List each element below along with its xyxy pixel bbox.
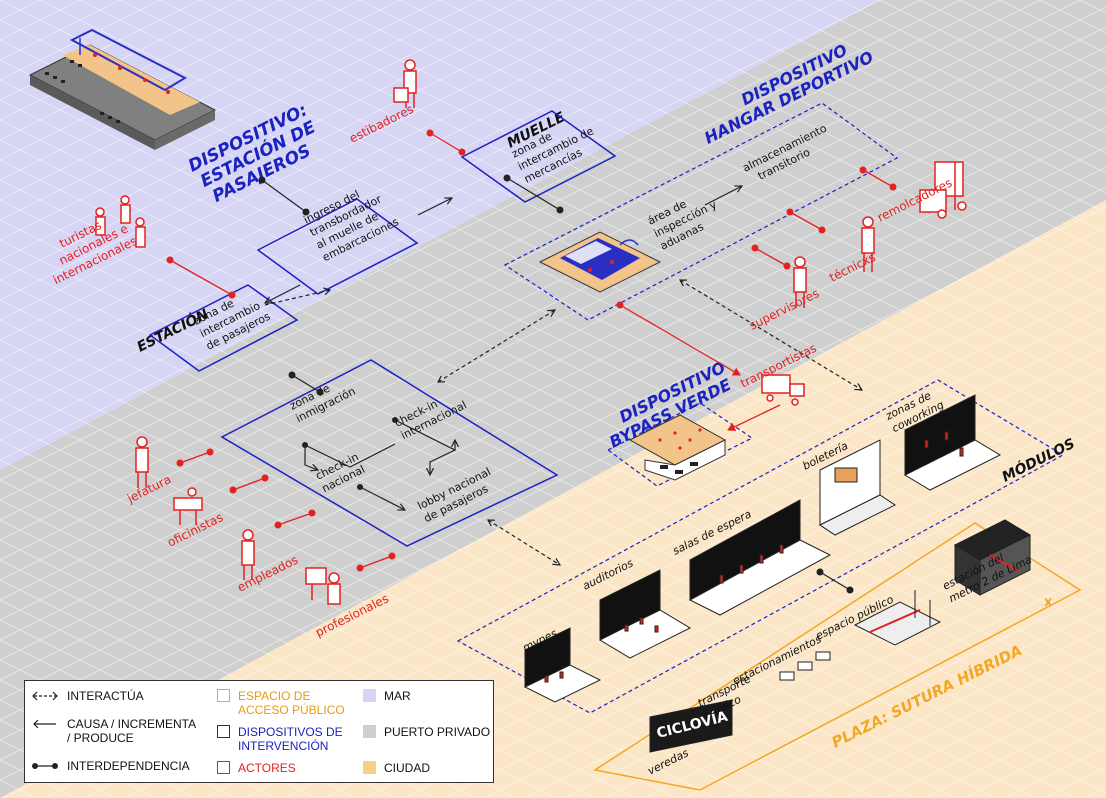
module-salas — [688, 499, 832, 616]
legend-label: ACTORES — [238, 761, 296, 775]
module-mypes — [523, 627, 602, 703]
sea-swatch — [363, 689, 376, 702]
legend-item-ciudad: CIUDAD — [363, 761, 430, 775]
module-blocks — [523, 394, 1002, 703]
figure-truck — [761, 374, 805, 406]
legend-label: ESPACIO DE ACCESO PÚBLICO — [238, 689, 345, 717]
bikeway — [649, 699, 733, 753]
dep-line — [261, 179, 307, 213]
bypass-illustration — [628, 414, 727, 481]
arrow-left-icon — [31, 717, 59, 731]
figure-tecnico — [861, 216, 875, 272]
dep-line — [291, 374, 321, 393]
figure-empleado — [241, 529, 255, 580]
figure-estibador — [393, 59, 417, 108]
legend-item-actores: ACTORES — [217, 761, 296, 775]
box-zona-mercancias — [460, 110, 617, 203]
dot-line-icon — [31, 759, 59, 773]
legend-item-interdependencia: INTERDEPENDENCIA — [31, 759, 190, 773]
arrow-ingreso-muelle — [417, 198, 452, 216]
flow-nacional — [304, 445, 318, 470]
interact-hangar-modulos — [680, 280, 862, 390]
box-zona-pasajeros — [148, 284, 299, 372]
legend-item-mar: MAR — [363, 689, 411, 703]
legend-item-espacio-publico: ESPACIO DE ACCESO PÚBLICO — [217, 689, 345, 717]
flow-to-lobby — [359, 486, 405, 510]
figure-supervisor — [793, 256, 807, 308]
interact-inmigracion-hangar — [438, 310, 555, 382]
legend-label: CIUDAD — [384, 761, 431, 775]
legend-item-causa: CAUSA / INCREMENTA / PRODUCE — [31, 717, 196, 745]
legend-item-puerto: PUERTO PRIVADO — [363, 725, 490, 739]
dashed-arrow-icon — [31, 689, 59, 703]
legend-item-interactua: INTERACTÚA — [31, 689, 144, 703]
figure-turistas — [95, 195, 146, 248]
figure-profesional — [305, 567, 341, 605]
box-inmigracion — [220, 359, 559, 547]
box-plaza — [593, 522, 1082, 791]
blue-box-icon — [217, 725, 230, 738]
plaza-illustrations — [649, 519, 1032, 753]
legend-item-dispositivos: DISPOSITIVOS DE INTERVENCIÓN — [217, 725, 343, 753]
flow-inmigracion-split — [304, 443, 396, 468]
legend-label: CAUSA / INCREMENTA / PRODUCE — [67, 717, 197, 745]
module-boleteria — [819, 439, 896, 536]
box-hangar — [503, 102, 899, 321]
parking — [779, 651, 831, 681]
arrow-almacenamiento — [704, 186, 742, 206]
interact-lobby-modulos — [488, 520, 560, 565]
module-auditorios — [598, 569, 692, 659]
city-swatch — [363, 761, 376, 774]
figure-jefatura — [135, 436, 149, 488]
box-ingreso — [256, 198, 419, 295]
legend-label: INTERDEPENDENCIA — [67, 759, 190, 773]
ferry-illustration — [28, 28, 217, 150]
legend-label: DISPOSITIVOS DE INTERVENCIÓN — [238, 725, 343, 753]
module-coworking — [903, 394, 1002, 491]
metro-block — [953, 519, 1032, 596]
legend-label: MAR — [384, 689, 411, 703]
plaza-x-mark: x — [1044, 595, 1053, 610]
legend-label: PUERTO PRIVADO — [384, 725, 491, 739]
arrow-to-estacion — [265, 284, 301, 303]
figure-oficinistas — [173, 487, 203, 525]
dep-line — [506, 177, 561, 211]
orange-box-icon — [217, 689, 230, 702]
legend-label: INTERACTÚA — [67, 689, 144, 703]
legend: INTERACTÚA CAUSA / INCREMENTA / PRODUCE … — [24, 680, 494, 783]
public-space — [853, 590, 942, 646]
port-swatch — [363, 725, 376, 738]
red-box-icon — [217, 761, 230, 774]
figure-forklift — [919, 161, 967, 219]
dep-line — [819, 571, 851, 591]
hangar-illustration — [538, 231, 662, 293]
flow-intl-lobby — [430, 449, 456, 475]
